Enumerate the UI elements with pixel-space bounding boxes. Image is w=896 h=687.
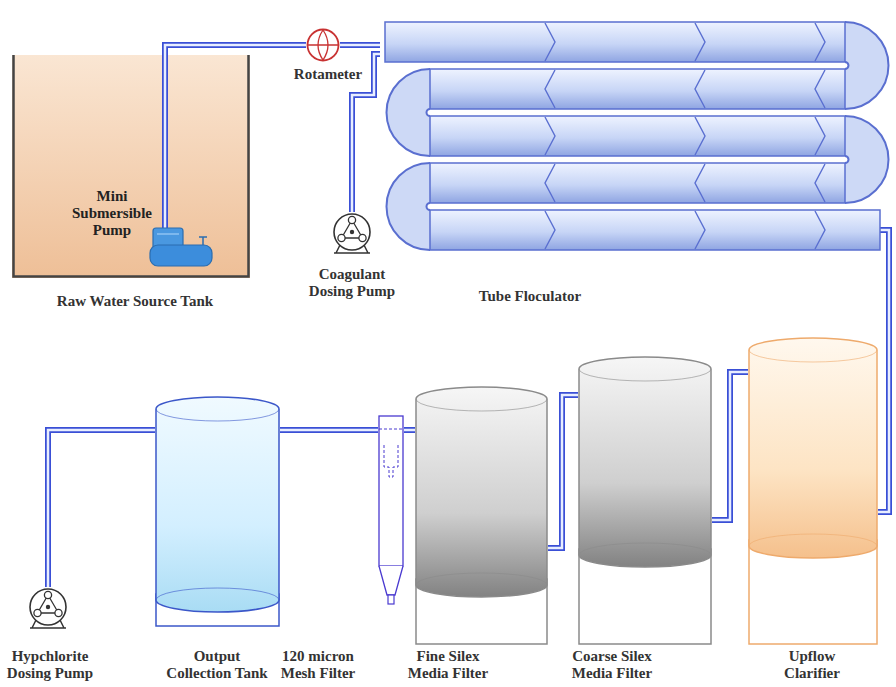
media-filter: Coarse Silex Media Filter — [578, 355, 712, 645]
tube-flocculator: Tube Floculator — [380, 18, 880, 254]
node-label: Raw Water Source Tank — [35, 293, 235, 310]
floc-drawing — [380, 18, 880, 254]
flow-meter: Rotameter — [306, 28, 340, 62]
pipe — [404, 430, 415, 431]
node-label: Fine Silex Media Filter — [404, 648, 492, 682]
pump-drawing — [332, 212, 372, 254]
collection-tank: Output Collection Tank — [155, 395, 280, 627]
node-label: Hypchlorite Dosing Pump — [3, 648, 97, 682]
node-label: Rotameter — [288, 66, 368, 83]
pipe — [165, 45, 306, 52]
media-filter: Fine Silex Media Filter — [415, 385, 548, 645]
vessel-drawing — [415, 385, 548, 645]
submersible-pump: Mini Submersible Pump — [65, 52, 215, 268]
pipe — [280, 430, 378, 431]
mesh-filter: 120 micron Mesh Filter — [378, 415, 404, 605]
pipe — [340, 45, 380, 46]
node-label: Mini Submersible Pump — [68, 188, 156, 239]
tank-drawing — [12, 40, 250, 278]
mesh-drawing — [378, 415, 404, 605]
dosing-pump: Hypchlorite Dosing Pump — [28, 587, 68, 629]
subpump-drawing — [65, 52, 215, 268]
vessel-drawing — [748, 336, 878, 645]
node-label: Upflow Clarifier — [776, 648, 848, 682]
vessel-drawing — [578, 355, 712, 645]
vessel-drawing — [155, 395, 280, 627]
node-label: Tube Floculator — [450, 288, 610, 305]
node-label: Output Collection Tank — [161, 648, 273, 682]
pipe — [48, 430, 155, 587]
rotameter-drawing — [306, 28, 340, 62]
pipe — [878, 230, 889, 512]
source-tank: Raw Water Source TankMini Submersible Pu… — [12, 40, 250, 278]
pipe — [712, 372, 748, 520]
clarifier-vessel: Upflow Clarifier — [748, 336, 878, 645]
node-label: 120 micron Mesh Filter — [276, 648, 360, 682]
dosing-pump: Coagulant Dosing Pump — [332, 212, 372, 254]
pump-drawing — [28, 587, 68, 629]
node-label: Coarse Silex Media Filter — [564, 648, 660, 682]
pipe — [548, 395, 578, 548]
node-label: Coagulant Dosing Pump — [305, 266, 399, 300]
